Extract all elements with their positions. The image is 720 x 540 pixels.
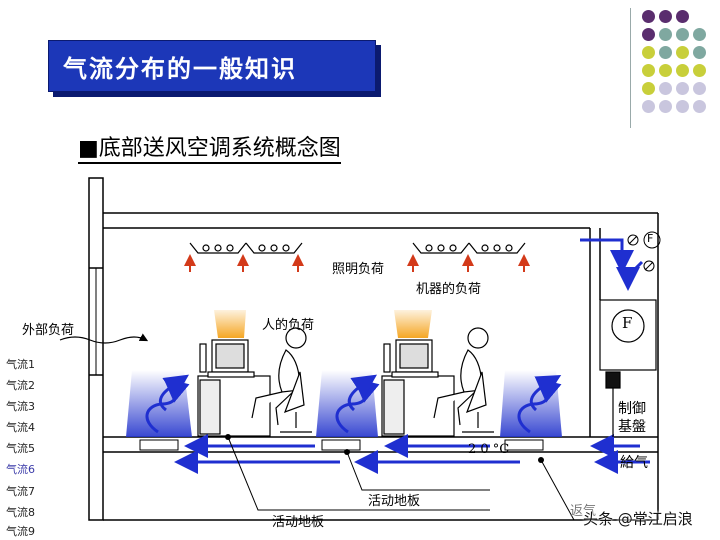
machine-heat-glow xyxy=(394,310,432,338)
leader-dots xyxy=(225,434,544,463)
workstation-left xyxy=(197,327,312,437)
airflow-item[interactable]: 气流8 xyxy=(6,506,35,519)
fan-symbol-ahu: F xyxy=(622,314,633,332)
leader-lines xyxy=(227,436,620,521)
swirl-arrows xyxy=(145,374,562,434)
airflow-item[interactable]: 气流2 xyxy=(6,379,35,392)
airflow-item[interactable]: 气流4 xyxy=(6,421,35,434)
temperature-label: 2 0 °C xyxy=(468,442,510,457)
building-shell xyxy=(88,177,659,521)
decor-divider xyxy=(630,8,631,128)
airflow-item[interactable]: 气流1 xyxy=(6,358,35,371)
human-heat-glow xyxy=(214,310,246,338)
return-air-path xyxy=(580,238,644,291)
heat-rise-arrows xyxy=(184,254,530,272)
fan-symbol-small: F xyxy=(647,232,654,245)
raised-floor-label-2: 活动地板 xyxy=(272,515,325,530)
external-load-arrow xyxy=(59,333,149,344)
airflow-item-selected[interactable]: 气流6 xyxy=(6,463,35,476)
control-panel-label-1: 制御 xyxy=(618,401,646,417)
supply-air-label: 給气 xyxy=(620,455,648,471)
airflow-item[interactable]: 气流5 xyxy=(6,442,35,455)
machine-load-label: 机器的负荷 xyxy=(416,282,482,297)
human-load-label: 人的负荷 xyxy=(262,318,315,333)
workstation-right xyxy=(381,327,494,437)
supply-air-plumes xyxy=(126,370,562,437)
underfloor-airflow xyxy=(174,434,650,474)
dampers xyxy=(627,231,661,272)
raised-floor-label-1: 活动地板 xyxy=(368,494,421,509)
decor-dot-grid xyxy=(642,8,720,128)
ceiling-lights xyxy=(189,242,526,254)
title-banner: 气流分布的一般知识 xyxy=(48,40,376,92)
airflow-item[interactable]: 气流7 xyxy=(6,485,35,498)
external-load-label: 外部负荷 xyxy=(22,323,75,338)
control-panel-label-2: 基盤 xyxy=(618,419,646,435)
airflow-item[interactable]: 气流3 xyxy=(6,400,35,413)
diagram-subtitle: ■底部送风空调系统概念图 xyxy=(78,136,341,164)
return-air-label: 返气 xyxy=(570,504,597,519)
lighting-load-label: 照明负荷 xyxy=(332,262,385,277)
floor-diffusers xyxy=(139,439,544,451)
page-title: 气流分布的一般知识 xyxy=(63,54,297,83)
air-handling-unit xyxy=(599,299,657,437)
watermark: 头条 @常江启浪 xyxy=(583,510,693,528)
airflow-item[interactable]: 气流9 xyxy=(6,525,35,538)
